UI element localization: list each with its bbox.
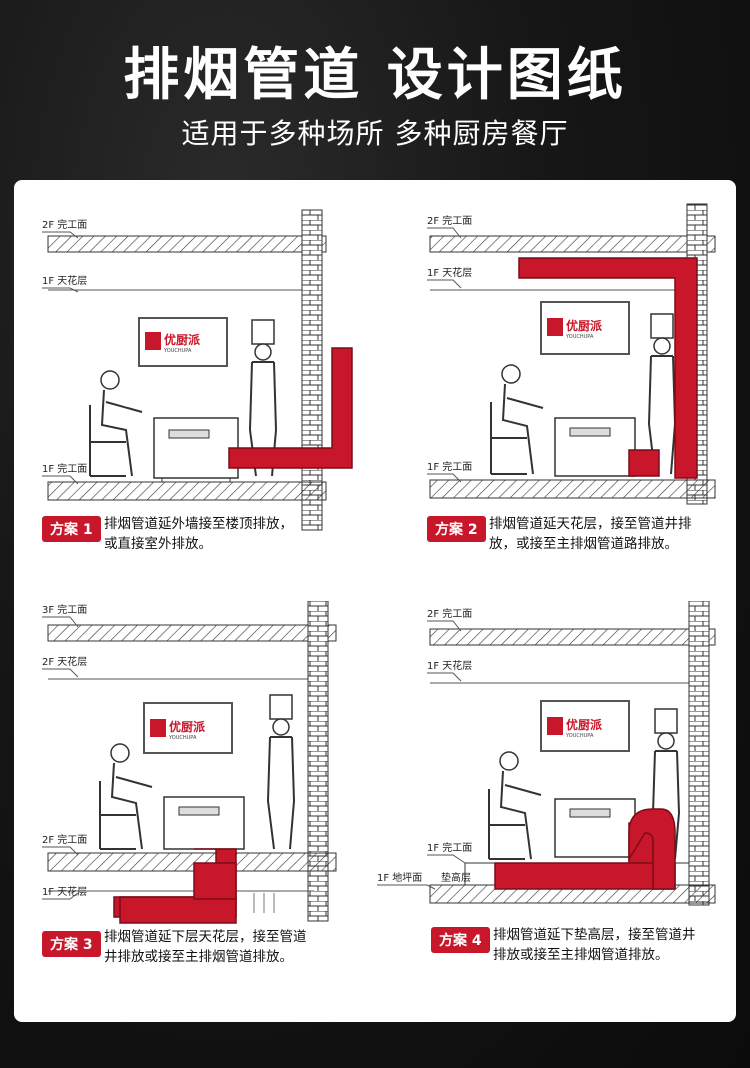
brand-en: YOUCHUPA xyxy=(565,334,594,340)
brand-sign xyxy=(138,317,228,367)
level-label: 1F 完工面 xyxy=(427,460,472,473)
brand-en: YOUCHUPA xyxy=(565,733,594,739)
level-label: 1F 天花层 xyxy=(427,266,472,279)
plan-line: 排烟管道延下垫高层，接至管道井 xyxy=(493,927,696,943)
plan-badge: 方案 3 xyxy=(42,931,101,957)
diner-icon xyxy=(501,364,521,384)
level-label: 垫高层 xyxy=(441,871,471,884)
level-label: 2F 完工面 xyxy=(42,833,87,846)
brand-en: YOUCHUPA xyxy=(168,735,197,741)
brand-logo-icon xyxy=(145,332,161,350)
plan-4: 2F 完工面 1F 天花层 1F 完工面 1F 地坪面 垫高层 优厨派 YOUC… xyxy=(375,601,736,1022)
plan-line: 排烟管道延下层天花层，接至管道 xyxy=(104,929,307,945)
plan-1: 2F 完工面 1F 天花层 1F 完工面 优厨派 YOUCHUPA xyxy=(14,180,375,601)
level-label: 1F 天花层 xyxy=(42,274,87,287)
brand-logo-icon xyxy=(150,719,166,737)
exhaust-duct xyxy=(228,347,353,469)
plan-badge: 方案 4 xyxy=(431,927,490,953)
plan-description: 排烟管道延下层天花层，接至管道 井排放或接至主排烟管道排放。 xyxy=(104,927,307,967)
plan-description: 排烟管道延天花层，接至管道井排 放，或接至主排烟管道路排放。 xyxy=(489,514,692,554)
exhaust-duct xyxy=(518,257,698,479)
brand-name: 优厨派 xyxy=(566,717,603,732)
plan-description: 排烟管道延下垫高层，接至管道井 排放或接至主排烟管道排放。 xyxy=(493,925,696,965)
brand-name: 优厨派 xyxy=(566,318,603,333)
plan-2: 2F 完工面 1F 天花层 1F 完工面 优厨派 YOUCHUPA 方案 2 排… xyxy=(375,180,736,601)
level-label: 1F 天花层 xyxy=(42,885,87,898)
level-label: 2F 天花层 xyxy=(42,655,87,668)
plan-line: 排放或接至主排烟管道排放。 xyxy=(493,947,669,963)
brick-wall xyxy=(307,601,329,922)
chair-icon xyxy=(490,402,527,475)
plan-3-diagram: 3F 完工面 2F 天花层 2F 完工面 1F 天花层 优厨派 YOUCHUPA xyxy=(42,601,337,924)
chair-icon xyxy=(488,789,525,860)
plan-3: 3F 完工面 2F 天花层 2F 完工面 1F 天花层 优厨派 YOUCHUPA xyxy=(14,601,375,1022)
plan-4-diagram: 2F 完工面 1F 天花层 1F 完工面 1F 地坪面 垫高层 优厨派 YOUC… xyxy=(377,601,716,906)
chef-icon xyxy=(657,732,675,750)
plan-badge: 方案 2 xyxy=(427,516,486,542)
brand-name: 优厨派 xyxy=(169,719,206,734)
plan-line: 或直接室外排放。 xyxy=(104,536,212,552)
plan-1-diagram: 2F 完工面 1F 天花层 1F 完工面 优厨派 YOUCHUPA xyxy=(42,209,353,531)
floor-slab xyxy=(47,481,327,501)
chair-icon xyxy=(99,781,136,850)
plan-line: 放，或接至主排烟管道路排放。 xyxy=(489,536,678,552)
page-title: 排烟管道 设计图纸 xyxy=(123,43,627,108)
chef-icon xyxy=(272,718,290,736)
brand-logo-icon xyxy=(547,318,563,336)
chair-icon xyxy=(89,405,126,477)
grill-table xyxy=(554,417,636,477)
chef-hat-icon xyxy=(650,313,674,339)
plan-description: 排烟管道延外墙接至楼顶排放， 或直接室外排放。 xyxy=(104,514,293,554)
plan-2-diagram: 2F 完工面 1F 天花层 1F 完工面 优厨派 YOUCHUPA xyxy=(427,203,716,505)
chef-hat-icon xyxy=(654,708,678,734)
plan-badge: 方案 1 xyxy=(42,516,101,542)
chef-hat-icon xyxy=(269,694,293,720)
brand-name: 优厨派 xyxy=(164,332,201,347)
ceiling-slab xyxy=(47,235,327,253)
brand-logo-icon xyxy=(547,717,563,735)
level-label: 3F 完工面 xyxy=(42,603,87,616)
brick-wall xyxy=(688,601,710,906)
level-label: 2F 完工面 xyxy=(427,214,472,227)
grill-table xyxy=(554,798,636,858)
level-label: 1F 地坪面 xyxy=(377,871,422,884)
diner-icon xyxy=(100,370,120,390)
page-subtitle: 适用于多种场所 多种厨房餐厅 xyxy=(181,117,569,150)
exhaust-duct xyxy=(494,862,676,890)
diagram-panel: 2F 完工面 1F 天花层 1F 完工面 优厨派 YOUCHUPA xyxy=(14,180,736,1022)
brand-en: YOUCHUPA xyxy=(163,348,192,354)
level-label: 1F 天花层 xyxy=(427,659,472,672)
plan-line: 排烟管道延天花层，接至管道井排 xyxy=(489,516,692,532)
level-label: 2F 完工面 xyxy=(427,607,472,620)
chef-icon xyxy=(653,337,671,355)
level-label: 1F 完工面 xyxy=(427,841,472,854)
grill-table xyxy=(153,417,239,479)
plan-line: 井排放或接至主排烟管道排放。 xyxy=(104,949,293,965)
diner-icon xyxy=(110,743,130,763)
diner-icon xyxy=(499,751,519,771)
level-label: 2F 完工面 xyxy=(42,218,87,231)
chef-hat-icon xyxy=(251,319,275,345)
grill-table xyxy=(163,796,245,850)
plan-line: 排烟管道延外墙接至楼顶排放， xyxy=(104,516,293,532)
level-label: 1F 完工面 xyxy=(42,462,87,475)
chef-icon xyxy=(254,343,272,361)
